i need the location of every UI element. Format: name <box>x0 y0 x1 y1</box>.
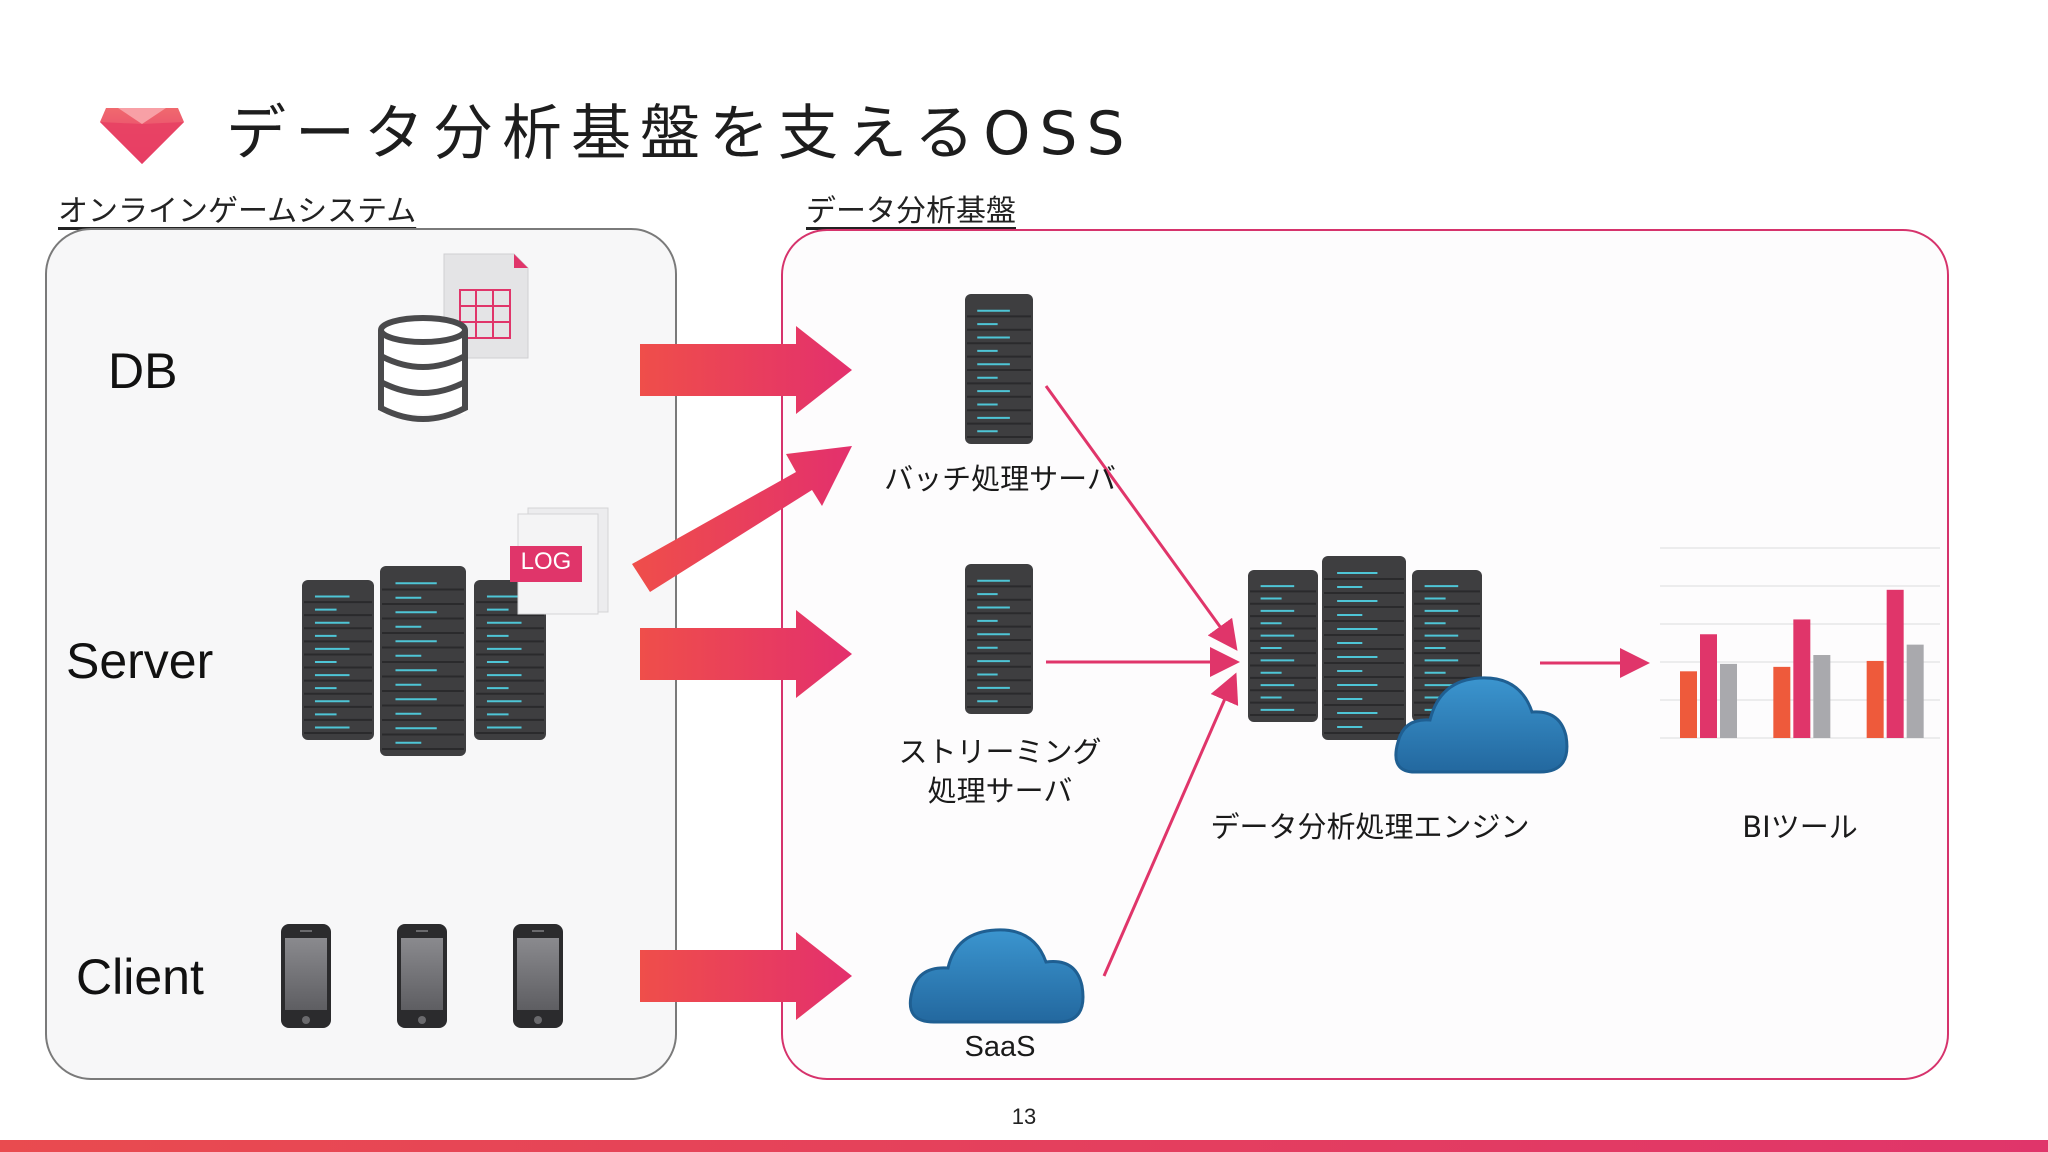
page-number: 13 <box>1011 1104 1037 1129</box>
online-game-system-heading: オンラインゲームシステム <box>58 194 417 229</box>
bi-bar <box>1886 589 1904 738</box>
client-label: Client <box>76 949 204 1005</box>
data-platform-heading: データ分析基盤 <box>806 194 1016 229</box>
ingest-arrows <box>632 326 852 1020</box>
log-file-icon <box>510 507 609 615</box>
server-to-streaming-arrow <box>640 610 852 698</box>
saas-label: SaaS <box>964 1031 1036 1063</box>
server-rack <box>302 580 374 740</box>
bi-chart-icon <box>1660 547 1940 739</box>
bi-bar <box>1866 660 1884 738</box>
phone-icon <box>281 924 331 1028</box>
client-phones <box>281 924 563 1028</box>
server-label: Server <box>66 633 214 689</box>
bi-tool-label: BIツール <box>1742 810 1858 844</box>
bi-bar <box>1813 655 1831 738</box>
server-rack <box>1322 556 1406 740</box>
database-icon <box>378 253 529 422</box>
bi-bar <box>1680 671 1697 738</box>
bi-bar <box>1720 663 1737 738</box>
phone-icon <box>397 924 447 1028</box>
server-rack <box>380 566 466 756</box>
server-rack <box>965 564 1033 714</box>
saas-to-engine-arrow <box>1102 672 1239 977</box>
phone-icon <box>513 924 563 1028</box>
batch-server-label: バッチ処理サーバ <box>884 462 1116 496</box>
server-to-batch-arrow <box>632 446 852 592</box>
saas-cloud-icon <box>908 928 1085 1024</box>
engine-cloud-icon <box>1394 676 1569 774</box>
bi-bar <box>1793 619 1811 738</box>
bottom-accent-bar <box>0 1140 2048 1152</box>
batch-to-engine-arrow <box>1044 385 1238 651</box>
log-badge-label: LOG <box>520 548 572 575</box>
streaming-server-icon <box>965 564 1033 714</box>
client-to-saas-arrow <box>640 932 852 1020</box>
db-to-batch-arrow <box>640 326 852 414</box>
db-label: DB <box>108 343 178 399</box>
bi-bar <box>1906 644 1924 738</box>
bi-bar <box>1700 634 1717 738</box>
streaming-server-label-line2: 処理サーバ <box>927 774 1073 808</box>
processing-connectors <box>1044 385 1650 977</box>
streaming-server-label-line1: ストリーミング <box>898 735 1102 769</box>
server-rack <box>965 294 1033 444</box>
server-rack <box>474 580 546 740</box>
game-server-icon <box>302 566 546 756</box>
bi-bar <box>1773 666 1791 738</box>
engine-label: データ分析処理エンジン <box>1210 810 1530 844</box>
server-rack <box>1248 570 1318 722</box>
batch-server-icon <box>965 294 1033 444</box>
slide-title: データ分析基盤を支えるOSS <box>226 99 1134 169</box>
